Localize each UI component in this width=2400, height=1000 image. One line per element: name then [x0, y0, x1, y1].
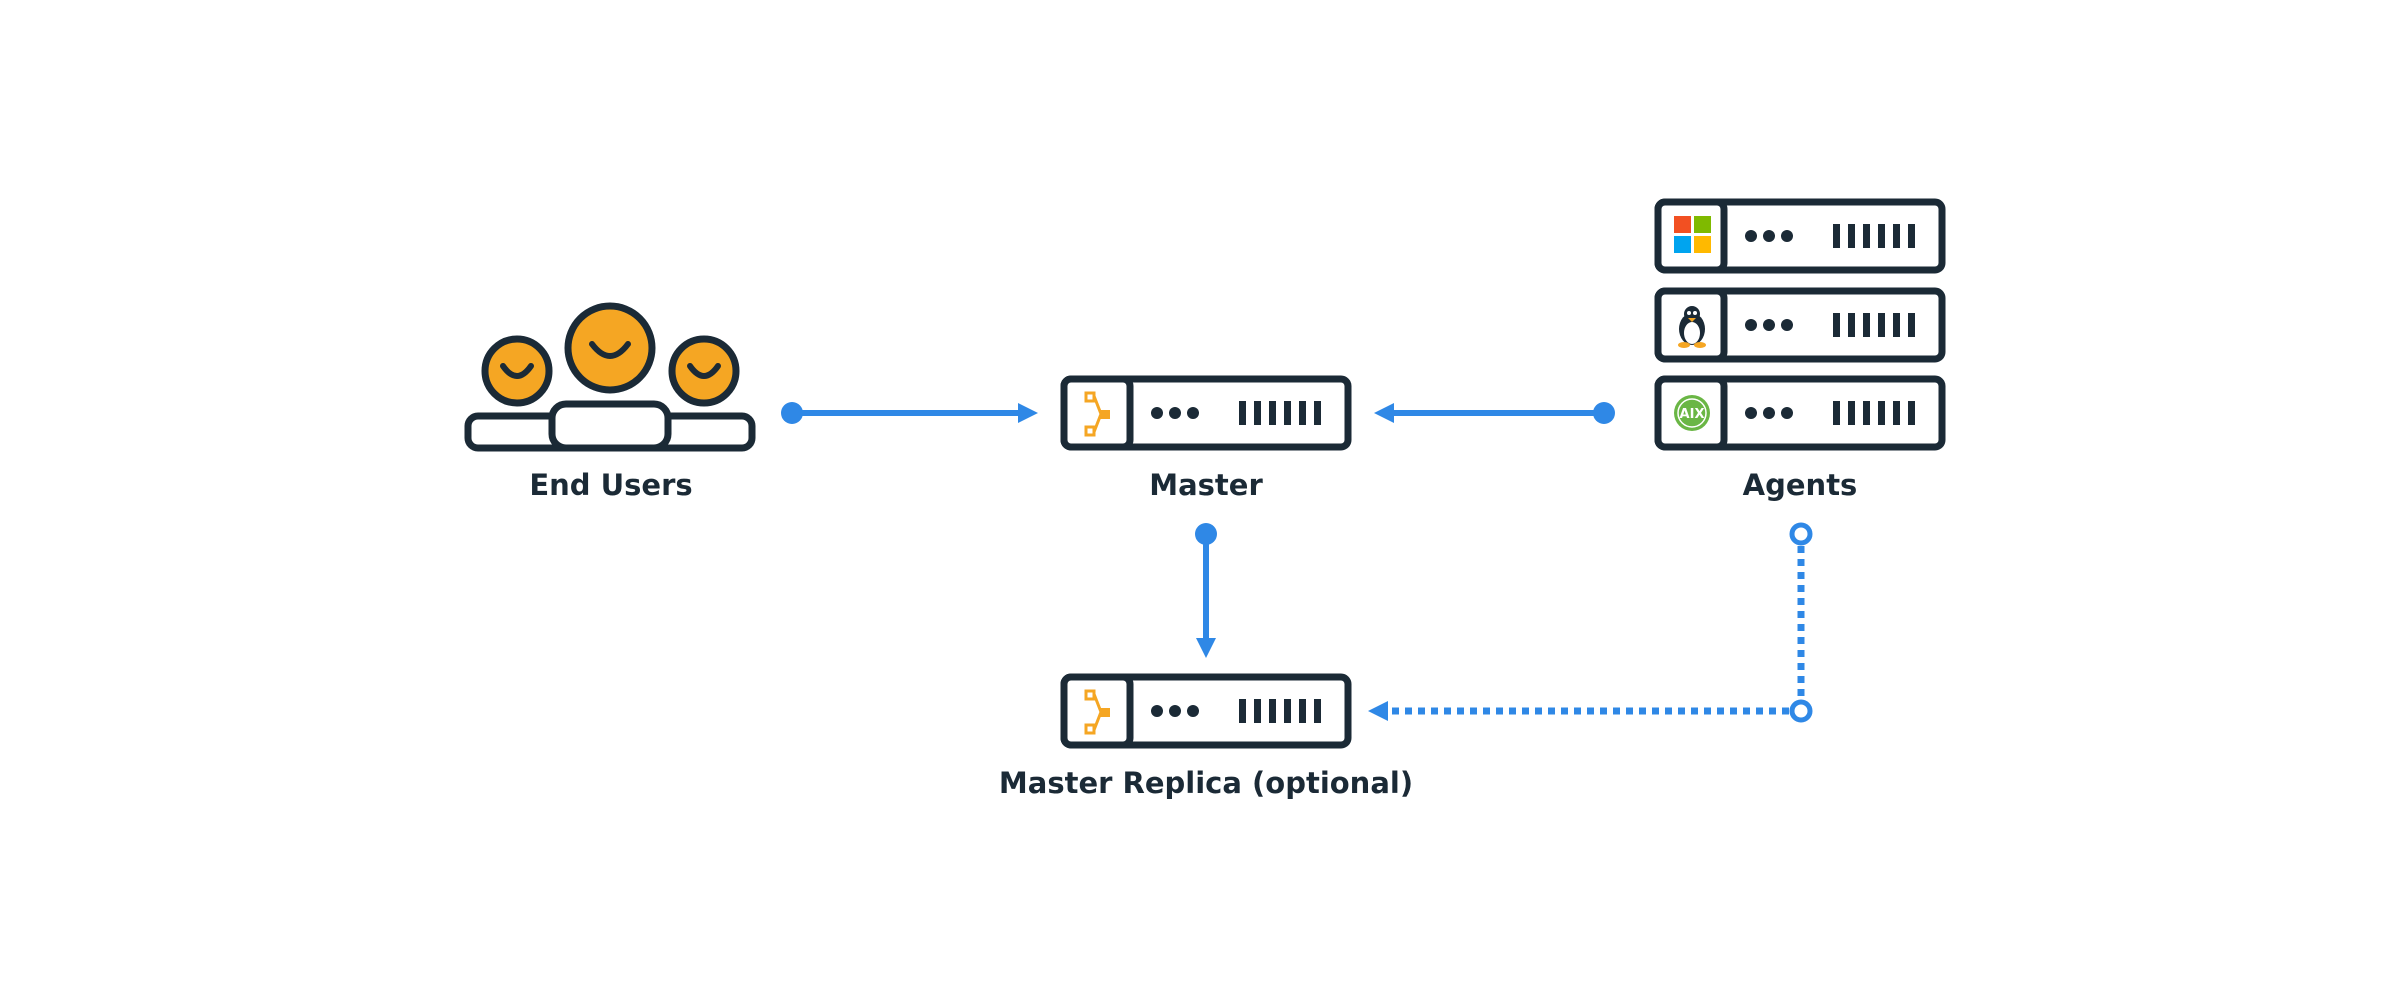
agents-node: AIX Agents	[1658, 202, 1942, 502]
arrowhead-icon	[1018, 403, 1038, 423]
server-stack-icon: AIX	[1658, 202, 1942, 447]
aix-agent-server: AIX	[1658, 379, 1942, 447]
server-icon	[1064, 677, 1348, 745]
windows-logo-icon	[1674, 216, 1711, 253]
arrowhead-icon	[1196, 638, 1216, 658]
end-users-label: End Users	[529, 468, 692, 502]
master-node: Master	[1064, 379, 1348, 502]
aix-badge-text: AIX	[1680, 407, 1705, 422]
linux-tux-icon	[1678, 306, 1706, 348]
server-icon	[1064, 379, 1348, 447]
arrowhead-icon	[1368, 701, 1388, 721]
connector-end-users-to-master	[781, 402, 1038, 424]
connector-agents-to-master	[1374, 402, 1615, 424]
arrowhead-icon	[1374, 403, 1394, 423]
replica-label: Master Replica (optional)	[999, 766, 1413, 800]
connector-agents-to-replica-dotted	[1368, 522, 1813, 723]
connector-master-to-replica	[1195, 523, 1217, 658]
linux-agent-server	[1658, 291, 1942, 359]
replica-node: Master Replica (optional)	[999, 677, 1413, 800]
aix-badge-icon: AIX	[1674, 395, 1710, 431]
agents-label: Agents	[1743, 468, 1858, 502]
users-group-icon	[464, 302, 756, 452]
master-label: Master	[1149, 468, 1263, 502]
end-users-node: End Users	[464, 302, 756, 502]
windows-agent-server	[1658, 202, 1942, 270]
